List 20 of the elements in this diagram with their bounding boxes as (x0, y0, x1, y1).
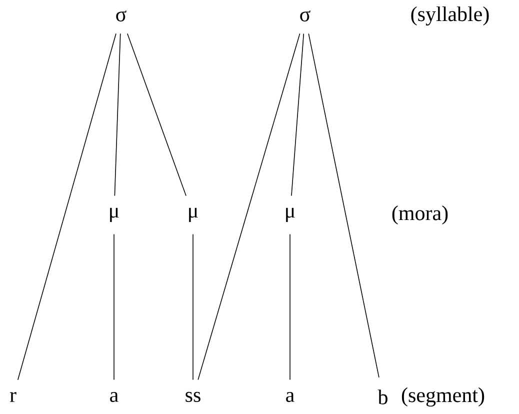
association-line (291, 33, 304, 196)
association-line (308, 33, 380, 378)
mora-symbol: μ (286, 208, 295, 222)
association-line (17, 33, 116, 380)
association-line (114, 33, 121, 196)
association-line (192, 234, 194, 380)
tier-label: (mora) (392, 205, 448, 224)
segment-letter: r (10, 392, 16, 402)
segment-letter: a (110, 392, 118, 402)
association-line (127, 33, 186, 196)
syllable-symbol: σ (116, 10, 126, 22)
syllable-symbol: σ (300, 10, 310, 22)
segment-letter: a (286, 392, 294, 402)
mora-symbol: μ (110, 208, 119, 222)
association-line (198, 33, 300, 380)
segment-letter: ss (186, 392, 200, 402)
tier-label: (syllable) (411, 6, 489, 26)
tier-label: (segment) (402, 387, 484, 407)
mora-symbol: μ (189, 208, 198, 222)
segment-letter: b (378, 390, 388, 404)
